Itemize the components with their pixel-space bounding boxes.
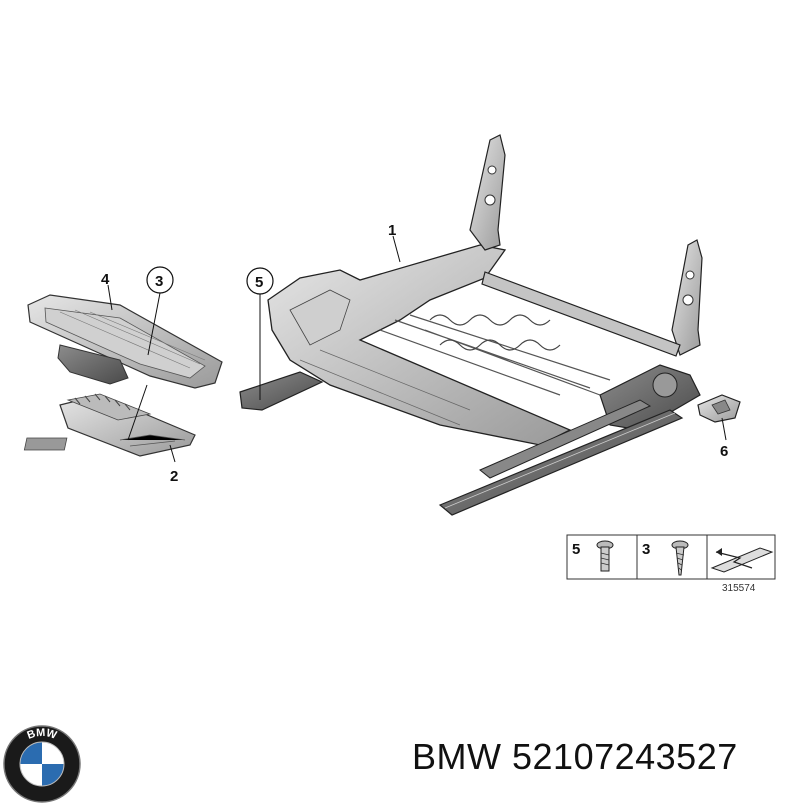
bolt-icon	[596, 540, 614, 572]
legend-item-3-number: 3	[642, 541, 650, 558]
part-6-bracket	[697, 394, 741, 423]
callout-2: 2	[170, 468, 178, 485]
orientation-arrow-icon	[710, 547, 774, 573]
part-label: BMW 52107243527	[412, 736, 738, 778]
part-number: 52107243527	[512, 736, 738, 777]
part-4-seat-tray	[27, 294, 223, 389]
part-1-seat-frame	[267, 134, 703, 516]
callout-1: 1	[388, 222, 396, 239]
logo-lettering: BMW	[26, 727, 59, 742]
callout-5: 5	[255, 274, 263, 291]
brand-name: BMW	[412, 736, 502, 777]
diagram-reference-number: 315574	[722, 583, 756, 594]
callout-4: 4	[101, 271, 110, 288]
callout-3: 3	[155, 273, 163, 290]
callout-6: 6	[720, 443, 728, 460]
leader-lines	[107, 235, 727, 463]
screw-icon	[671, 540, 689, 576]
callout-5-circle	[246, 267, 274, 295]
bmw-logo-icon: BMW	[3, 725, 81, 803]
part-2-module	[23, 393, 196, 457]
legend-item-5-number: 5	[572, 541, 580, 558]
callout-3-circle	[146, 266, 174, 294]
fastener-legend: 5 3 315574	[566, 534, 776, 594]
part-5-rail	[239, 371, 324, 411]
